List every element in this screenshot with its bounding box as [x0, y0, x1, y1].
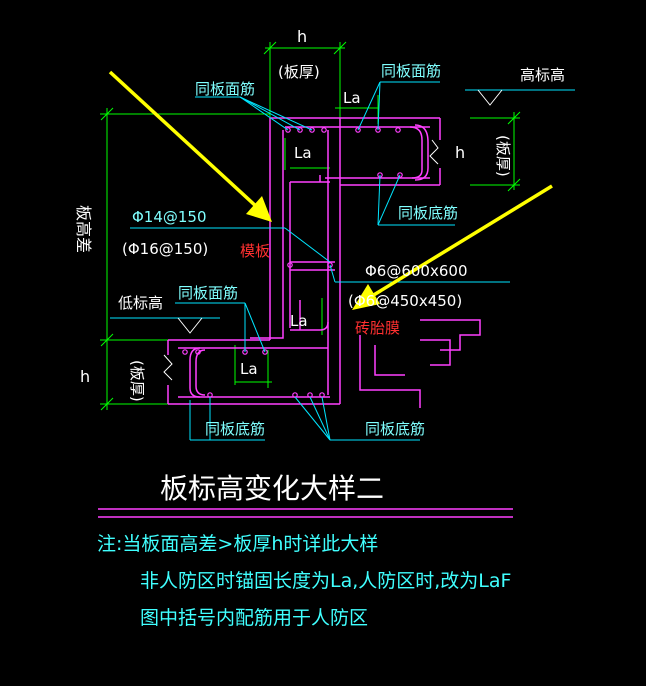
la-top-label: La [343, 89, 361, 107]
la-lower-2-label: La [240, 360, 258, 378]
low-level-label: 低标高 [118, 294, 163, 312]
slab-thickness-top-label: (板厚) [278, 63, 320, 81]
la-lower-label: La [290, 312, 308, 330]
note-line-1: 注:当板面高差>板厚h时详此大样 [97, 533, 378, 555]
same-bottom-bar-mid-right-label: 同板底筋 [398, 204, 458, 222]
slab-outline [167, 117, 481, 408]
tie-spec-rf-label: (Φ6@450x450) [348, 292, 462, 310]
same-top-bar-upper-label: 同板面筋 [195, 80, 255, 98]
drawing-title: 板标高变化大样二 [160, 472, 384, 505]
note-line-3: 图中括号内配筋用于人防区 [140, 607, 368, 629]
la-upper-label: La [294, 144, 312, 162]
note-line-2: 非人防区时锚固长度为La,人防区时,改为LaF [140, 570, 511, 592]
rebar-spec-1-rf-label: (Φ16@150) [122, 240, 208, 258]
h-top-label: h [297, 27, 307, 46]
rebar-spec-1-label: Φ14@150 [132, 208, 207, 226]
arrow-icon [108, 70, 553, 310]
same-bottom-bar-lower-right-label: 同板底筋 [365, 420, 425, 438]
formwork-label: 模板 [240, 242, 270, 260]
brick-form-label: 砖胎膜 [355, 319, 400, 337]
h-right-label: h [455, 143, 465, 162]
break-line-icon [163, 139, 439, 381]
height-diff-label: 板高差 [74, 205, 93, 253]
tie-spec-label: Φ6@600x600 [365, 262, 468, 280]
rebars [178, 124, 430, 398]
leader-lines [110, 81, 575, 441]
level-triangle-icon [177, 89, 503, 334]
same-bottom-bar-lower-left-label: 同板底筋 [205, 420, 265, 438]
high-level-label: 高标高 [520, 66, 565, 84]
h-left-label: h [80, 367, 90, 386]
slab-thickness-right-label: (板厚) [494, 135, 512, 177]
slab-thickness-left-label: (板厚) [128, 360, 146, 402]
same-top-bar-lower-label: 同板面筋 [178, 284, 238, 302]
same-top-bar-upper-right-label: 同板面筋 [381, 62, 441, 80]
dimension-lines [100, 41, 521, 411]
